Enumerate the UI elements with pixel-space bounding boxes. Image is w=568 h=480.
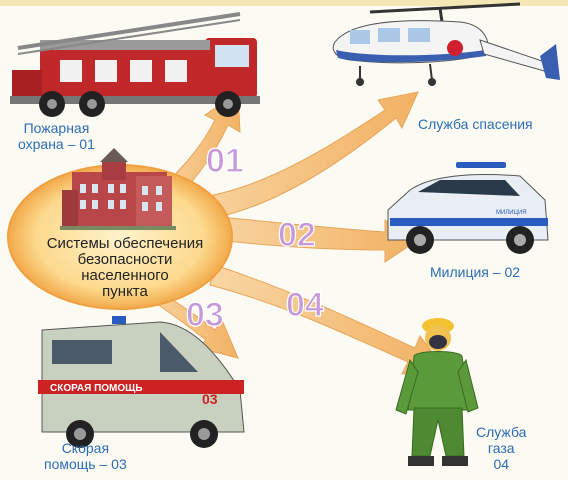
caption-fire: Пожарная охрана – 01 (18, 120, 95, 152)
ambulance-icon: СКОРАЯ ПОМОЩЬ 03 (38, 316, 245, 448)
hub-label: Системы обеспечения безопасности населен… (30, 236, 220, 300)
caption-police-line: Милиция – 02 (430, 264, 521, 280)
caption-gas-line: газа (487, 440, 515, 456)
caption-fire-line: Пожарная (23, 120, 90, 136)
police-car-icon: МИЛИЦИЯ (387, 162, 549, 254)
hub (7, 148, 233, 310)
code-fire: 01 (206, 142, 244, 180)
code-police: 02 (278, 216, 316, 254)
caption-ambulance: Скорая помощь – 03 (44, 440, 127, 472)
caption-fire-line: охрана – 01 (18, 136, 95, 152)
caption-ambulance-line: помощь – 03 (44, 456, 127, 472)
gas-worker-icon (395, 318, 479, 466)
caption-gas: Служба газа 04 (476, 424, 526, 472)
caption-ambulance-line: Скорая (61, 440, 110, 456)
police-car-label: МИЛИЦИЯ (496, 210, 527, 216)
hub-label-line: Системы обеспечения (46, 235, 204, 252)
code-gas: 04 (286, 286, 324, 324)
caption-rescue: Служба спасения (418, 116, 533, 132)
hub-label-line: безопасности (77, 251, 173, 268)
caption-rescue-line: Служба спасения (418, 116, 533, 132)
hub-label-line: населенного (81, 267, 169, 284)
caption-police: Милиция – 02 (430, 264, 520, 280)
top-banner-strip (0, 0, 568, 6)
town-buildings-icon (60, 148, 176, 230)
caption-gas-line: 04 (493, 456, 510, 472)
arrow-police (199, 214, 419, 263)
arrow-gas (209, 264, 446, 375)
ambulance-side-label: СКОРАЯ ПОМОЩЬ (50, 383, 143, 394)
code-ambulance: 03 (186, 296, 224, 334)
helicopter-icon (332, 2, 560, 86)
ambulance-number: 03 (202, 391, 218, 407)
hub-label-line: пункта (102, 283, 148, 300)
fire-truck-icon (10, 12, 260, 117)
caption-gas-line: Служба (476, 424, 527, 440)
